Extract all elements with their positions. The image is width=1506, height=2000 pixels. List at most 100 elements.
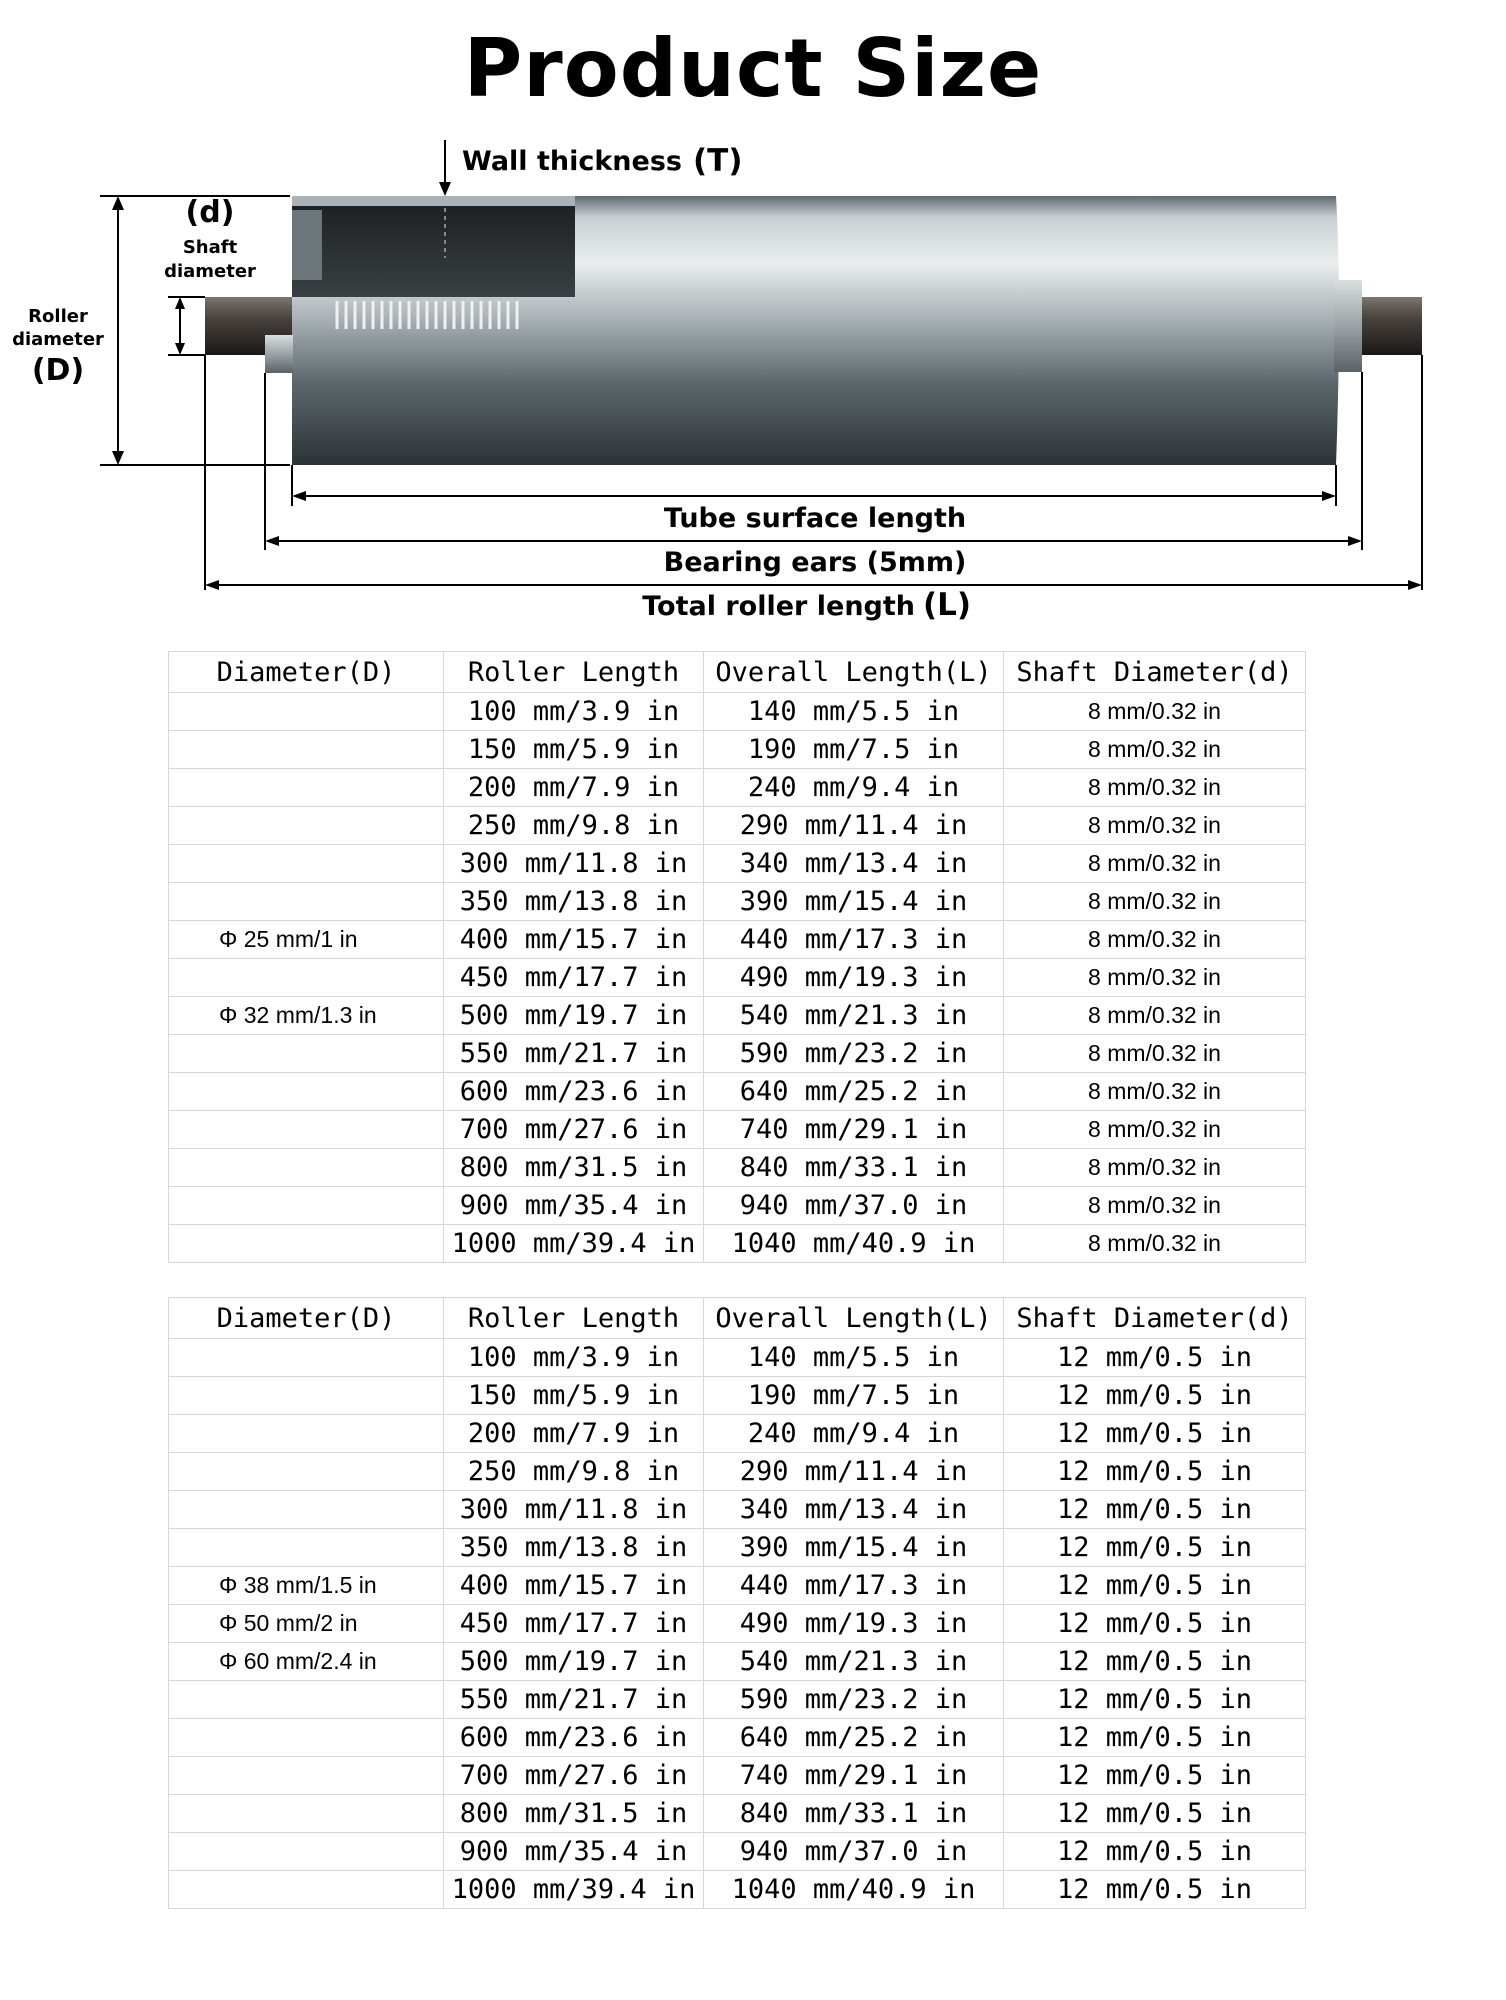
- cell-diameter: Φ 25 mm/1 in: [168, 920, 444, 959]
- cell-overall-length: 640 mm/25.2 in: [703, 1072, 1004, 1111]
- cell-shaft-diameter: 8 mm/0.32 in: [1003, 882, 1306, 921]
- cell-shaft-diameter: 12 mm/0.5 in: [1003, 1338, 1306, 1377]
- cell-roller-length: 250 mm/9.8 in: [443, 1452, 704, 1491]
- cell-diameter: Φ 50 mm/2 in: [168, 1604, 444, 1643]
- cell-shaft-diameter: 8 mm/0.32 in: [1003, 1186, 1306, 1225]
- tube-surface-length-label: Tube surface length: [664, 503, 966, 534]
- cell-diameter: [168, 1718, 444, 1757]
- cell-roller-length: 400 mm/15.7 in: [443, 920, 704, 959]
- dimension-lines: [100, 140, 1423, 590]
- bearing-ears-label: Bearing ears (5mm): [664, 547, 967, 578]
- cell-diameter: [168, 1338, 444, 1377]
- cell-roller-length: 100 mm/3.9 in: [443, 1338, 704, 1377]
- cell-roller-length: 450 mm/17.7 in: [443, 1604, 704, 1643]
- cell-overall-length: 940 mm/37.0 in: [703, 1186, 1004, 1225]
- cell-overall-length: 190 mm/7.5 in: [703, 730, 1004, 769]
- cell-shaft-diameter: 12 mm/0.5 in: [1003, 1756, 1306, 1795]
- cell-overall-length: 590 mm/23.2 in: [703, 1034, 1004, 1073]
- cell-roller-length: 500 mm/19.7 in: [443, 996, 704, 1035]
- cell-shaft-diameter: 8 mm/0.32 in: [1003, 768, 1306, 807]
- cell-diameter: [168, 1870, 444, 1909]
- cell-diameter: [168, 1452, 444, 1491]
- cell-diameter: [168, 1148, 444, 1187]
- cell-shaft-diameter: 8 mm/0.32 in: [1003, 806, 1306, 845]
- cell-roller-length: 550 mm/21.7 in: [443, 1034, 704, 1073]
- cell-overall-length: 440 mm/17.3 in: [703, 920, 1004, 959]
- tube-cutaway: [292, 196, 575, 297]
- cell-roller-length: 450 mm/17.7 in: [443, 958, 704, 997]
- cell-roller-length: 600 mm/23.6 in: [443, 1718, 704, 1757]
- cell-overall-length: 840 mm/33.1 in: [703, 1148, 1004, 1187]
- cell-shaft-diameter: 12 mm/0.5 in: [1003, 1452, 1306, 1491]
- cell-shaft-diameter: 12 mm/0.5 in: [1003, 1794, 1306, 1833]
- wall-thickness-label: Wall thickness: [462, 146, 682, 177]
- cell-shaft-diameter: 12 mm/0.5 in: [1003, 1718, 1306, 1757]
- cell-overall-length: 1040 mm/40.9 in: [703, 1870, 1004, 1909]
- total-roller-length-label: Total roller length: [642, 591, 915, 622]
- page-title: Product Size: [463, 22, 1043, 115]
- cell-diameter: [168, 882, 444, 921]
- cell-shaft-diameter: 12 mm/0.5 in: [1003, 1490, 1306, 1529]
- bearing-spring-icon: [335, 301, 519, 329]
- cell-overall-length: 640 mm/25.2 in: [703, 1718, 1004, 1757]
- cell-overall-length: 540 mm/21.3 in: [703, 996, 1004, 1035]
- cell-roller-length: 700 mm/27.6 in: [443, 1756, 704, 1795]
- roller-symbol: (D): [32, 353, 84, 388]
- cell-diameter: [168, 1832, 444, 1871]
- cell-shaft-diameter: 8 mm/0.32 in: [1003, 958, 1306, 997]
- cell-roller-length: 900 mm/35.4 in: [443, 1832, 704, 1871]
- cell-shaft-diameter: 8 mm/0.32 in: [1003, 1148, 1306, 1187]
- cell-overall-length: 140 mm/5.5 in: [703, 1338, 1004, 1377]
- cell-overall-length: 140 mm/5.5 in: [703, 692, 1004, 731]
- cell-diameter: [168, 1528, 444, 1567]
- cell-shaft-diameter: 12 mm/0.5 in: [1003, 1642, 1306, 1681]
- cell-roller-length: 1000 mm/39.4 in: [443, 1224, 704, 1263]
- cell-shaft-diameter: 12 mm/0.5 in: [1003, 1376, 1306, 1415]
- cell-roller-length: 300 mm/11.8 in: [443, 1490, 704, 1529]
- cell-roller-length: 400 mm/15.7 in: [443, 1566, 704, 1605]
- cell-shaft-diameter: 8 mm/0.32 in: [1003, 1034, 1306, 1073]
- shaft-label-line2: diameter: [164, 261, 256, 282]
- cell-diameter: [168, 1186, 444, 1225]
- header-shaft-diameter: Shaft Diameter(d): [1003, 1297, 1306, 1339]
- roller-label-line1: Roller: [28, 306, 88, 327]
- cell-diameter: [168, 1110, 444, 1149]
- cell-shaft-diameter: 8 mm/0.32 in: [1003, 920, 1306, 959]
- cell-roller-length: 700 mm/27.6 in: [443, 1110, 704, 1149]
- cell-overall-length: 290 mm/11.4 in: [703, 1452, 1004, 1491]
- cell-overall-length: 340 mm/13.4 in: [703, 1490, 1004, 1529]
- header-roller-length: Roller Length: [443, 651, 704, 693]
- cell-diameter: [168, 958, 444, 997]
- size-table-small: Diameter(D) Roller Length Overall Length…: [168, 651, 1306, 1263]
- wall-thickness-symbol: (T): [693, 143, 742, 179]
- cell-diameter: [168, 692, 444, 731]
- cell-roller-length: 100 mm/3.9 in: [443, 692, 704, 731]
- cell-diameter: Φ 32 mm/1.3 in: [168, 996, 444, 1035]
- cell-roller-length: 200 mm/7.9 in: [443, 768, 704, 807]
- cell-roller-length: 350 mm/13.8 in: [443, 882, 704, 921]
- cell-roller-length: 350 mm/13.8 in: [443, 1528, 704, 1567]
- cell-shaft-diameter: 12 mm/0.5 in: [1003, 1566, 1306, 1605]
- cell-overall-length: 940 mm/37.0 in: [703, 1832, 1004, 1871]
- cell-roller-length: 300 mm/11.8 in: [443, 844, 704, 883]
- header-shaft-diameter: Shaft Diameter(d): [1003, 651, 1306, 693]
